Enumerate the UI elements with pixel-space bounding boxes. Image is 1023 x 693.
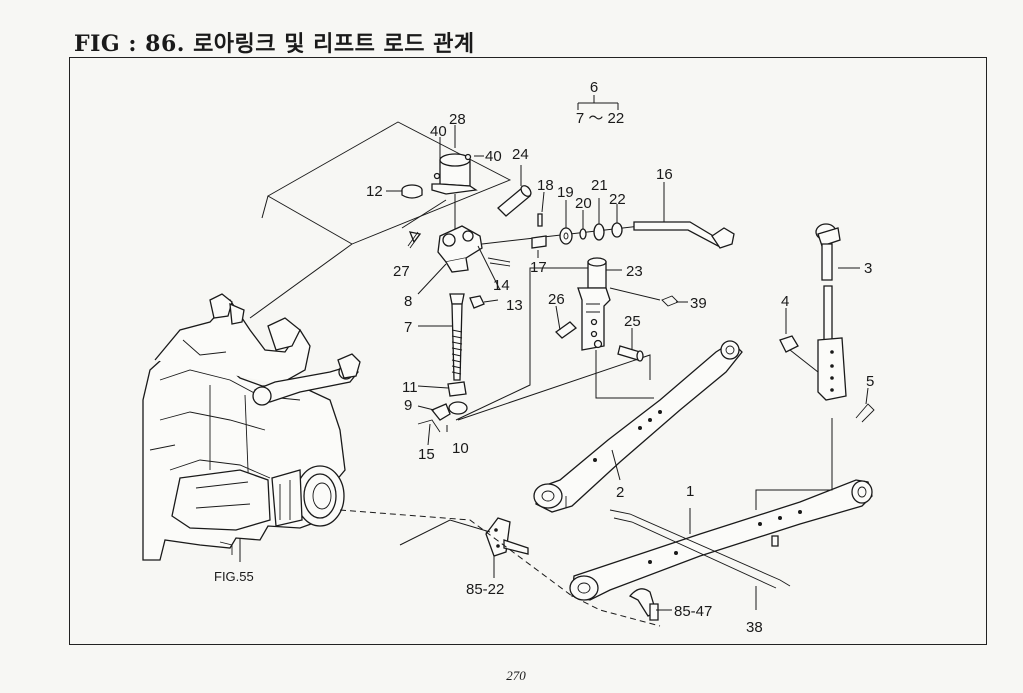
- callout-23: 23: [626, 263, 643, 280]
- callout-7: 7: [404, 319, 412, 336]
- part-21-washer: [593, 223, 605, 241]
- callout-38: 38: [746, 619, 763, 636]
- figure-title: FIG : 86. 로아링크 및 리프트 로드 관계: [74, 31, 475, 57]
- part-23-lift-rod-bracket: [577, 257, 611, 351]
- ref-85-22-flange: [485, 517, 529, 557]
- callout-fig55: FIG.55: [214, 569, 254, 584]
- callout-2: 2: [616, 484, 624, 501]
- callout-4: 4: [781, 293, 789, 310]
- callout-16: 16: [656, 166, 673, 183]
- callout-10: 10: [452, 440, 469, 457]
- part-27-cotter: [407, 231, 421, 249]
- callout-22: 22: [609, 191, 626, 208]
- callout-24: 24: [512, 146, 529, 163]
- callout-14: 14: [493, 277, 510, 294]
- part-7-rod: [449, 293, 465, 381]
- callout-25: 25: [624, 313, 641, 330]
- part-8-yoke: [408, 225, 483, 273]
- part-38-stabilizer: [609, 509, 791, 589]
- part-4-pin: [779, 335, 799, 353]
- part-3-lift-rod: [815, 223, 847, 401]
- part-9-spring: [430, 403, 451, 421]
- callout-19: 19: [557, 184, 574, 201]
- callout-28: 28: [449, 111, 466, 128]
- mounting-plate-outline: [267, 121, 512, 245]
- callout-39: 39: [690, 295, 707, 312]
- part-16-lever: [633, 221, 735, 249]
- callout-group-range: 7 ～ 22: [576, 110, 624, 127]
- part-20-washer: [579, 228, 587, 240]
- callout-40-left: 40: [430, 123, 447, 140]
- callout-85-22: 85-22: [466, 581, 504, 598]
- callout-8: 8: [404, 293, 412, 310]
- callout-85-47: 85-47: [674, 603, 712, 620]
- page-number: 270: [506, 668, 526, 683]
- part-14-pin: [487, 257, 511, 267]
- callout-11: 11: [402, 379, 418, 396]
- callout-21: 21: [591, 177, 608, 194]
- callout-13: 13: [506, 297, 523, 314]
- part-18-pin: [537, 213, 543, 227]
- callout-5: 5: [866, 373, 874, 390]
- part-2-lower-link-left: [533, 340, 743, 513]
- part-1-lower-link-right: [569, 479, 873, 601]
- callout-17: 17: [530, 259, 547, 276]
- callout-18: 18: [537, 177, 554, 194]
- part-11-nut: [447, 381, 467, 397]
- transmission-housing: [142, 293, 361, 561]
- callout-27: 27: [393, 263, 410, 280]
- callout-20: 20: [575, 195, 592, 212]
- part-26-pin: [554, 321, 578, 339]
- part-39-clip: [661, 295, 679, 307]
- part-19-ring: [559, 227, 573, 245]
- callout-15: 15: [418, 446, 435, 463]
- callout-12: 12: [366, 183, 383, 200]
- part-28-bracket: [431, 153, 478, 195]
- callout-9: 9: [404, 397, 412, 414]
- part-13-clip: [469, 295, 485, 309]
- diagram-frame: [69, 57, 987, 645]
- part-10-collar: [448, 401, 468, 415]
- part-15-clip: [417, 419, 441, 433]
- part-5-clip: [855, 403, 875, 423]
- callout-40-right: 40: [485, 148, 502, 165]
- callout-3: 3: [864, 260, 872, 277]
- part-17-bushing: [531, 235, 547, 249]
- callout-1: 1: [686, 483, 694, 500]
- callout-26: 26: [548, 291, 565, 308]
- callout-group-6: 6: [590, 79, 598, 96]
- part-22-nut: [611, 222, 623, 238]
